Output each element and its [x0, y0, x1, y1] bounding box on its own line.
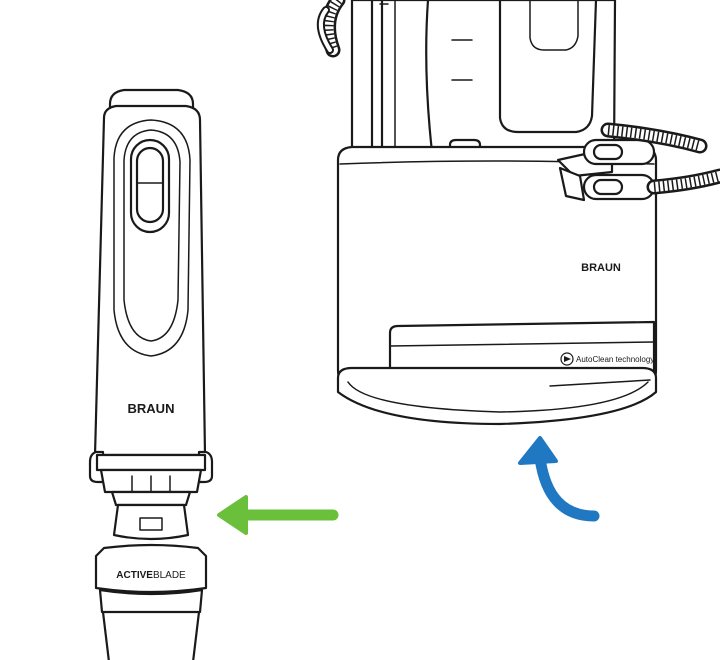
appliance-in-station [350, 0, 617, 162]
arrow-left-icon [217, 495, 339, 535]
curved-arrow-up-icon [518, 436, 600, 522]
cleaning-station: BRAUN AutoClean technology [316, 0, 720, 426]
autoclean-label: AutoClean technology [576, 355, 654, 364]
autoclean-icon [560, 352, 574, 366]
hose-left [316, 0, 346, 58]
hand-blender: BRAUN ACTIVEBLADE [88, 88, 214, 660]
blade-label-bold: ACTIVE [116, 570, 153, 581]
station-brand-logo: BRAUN [581, 262, 621, 274]
hose-connectors [556, 122, 720, 202]
blade-brand-label: ACTIVEBLADE [116, 570, 186, 581]
blender-brand-logo: BRAUN [128, 401, 175, 416]
blade-label-light: BLADE [153, 570, 186, 581]
